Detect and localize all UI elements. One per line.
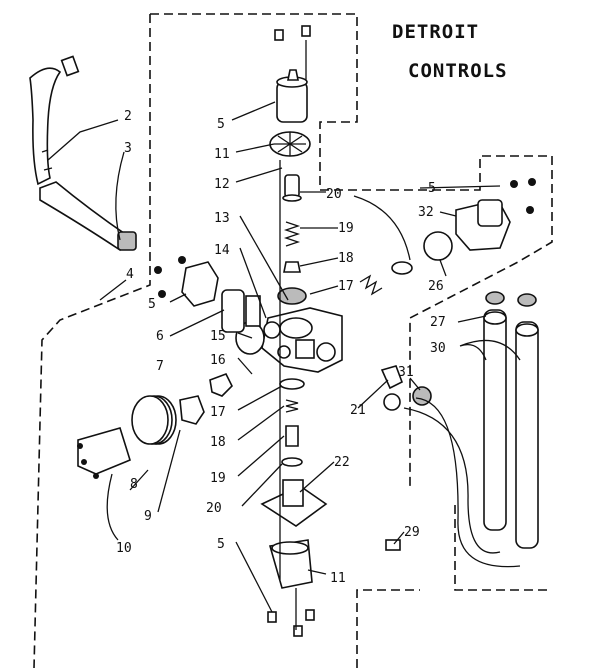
- right-valve: [359, 178, 536, 296]
- callout-numbers: 2 3 4 5 5 5 5 6 7 8 9 10 11 11 12 13 14 …: [116, 109, 446, 586]
- callout-9: 9: [144, 509, 152, 524]
- callout-5-left: 5: [148, 297, 156, 312]
- left-coil: [77, 372, 233, 479]
- valve-stem-stack: [277, 174, 307, 305]
- callout-17-right: 17: [338, 279, 354, 294]
- callout-5-top: 5: [217, 117, 225, 132]
- callout-15: 15: [210, 329, 226, 344]
- callout-22: 22: [334, 455, 350, 470]
- callout-11-bottom: 11: [330, 571, 346, 586]
- callout-27: 27: [430, 315, 446, 330]
- callout-30: 30: [430, 341, 446, 356]
- valve-body: [235, 307, 343, 373]
- callout-21: 21: [350, 403, 366, 418]
- callout-19-right: 19: [338, 221, 354, 236]
- inlet-hose: [29, 55, 137, 252]
- lower-solenoid: [260, 479, 328, 637]
- callout-31: 31: [398, 365, 414, 380]
- callout-2: 2: [124, 109, 132, 124]
- callout-11-top: 11: [214, 147, 230, 162]
- callout-5-bottom: 5: [217, 537, 225, 552]
- callout-14: 14: [214, 243, 230, 258]
- outlet-hoses: [403, 291, 539, 568]
- title-line-2: CONTROLS: [408, 60, 508, 82]
- callout-19-left: 19: [210, 471, 226, 486]
- callout-3: 3: [124, 141, 132, 156]
- callout-16: 16: [210, 353, 226, 368]
- lower-stem-stack: [279, 378, 305, 467]
- assembly-boundary: [33, 13, 553, 669]
- callout-8: 8: [130, 477, 138, 492]
- callout-18-left: 18: [210, 435, 226, 450]
- callout-5-right: 5: [428, 181, 436, 196]
- callout-26: 26: [428, 279, 444, 294]
- callout-7: 7: [156, 359, 164, 374]
- callout-6: 6: [156, 329, 164, 344]
- callout-20-right: 20: [326, 187, 342, 202]
- upper-solenoid: [269, 25, 311, 157]
- callout-32: 32: [418, 205, 434, 220]
- callout-18-right: 18: [338, 251, 354, 266]
- left-gaskets: [154, 256, 261, 333]
- leader-lines: [47, 40, 521, 630]
- callout-13: 13: [214, 211, 230, 226]
- callout-17-left: 17: [210, 405, 226, 420]
- callout-10: 10: [116, 541, 132, 556]
- callout-12: 12: [214, 177, 230, 192]
- screw-29: [385, 539, 401, 551]
- callout-29: 29: [404, 525, 420, 540]
- callout-4: 4: [126, 267, 134, 282]
- title-line-1: DETROIT: [392, 21, 479, 43]
- callout-20-left: 20: [206, 501, 222, 516]
